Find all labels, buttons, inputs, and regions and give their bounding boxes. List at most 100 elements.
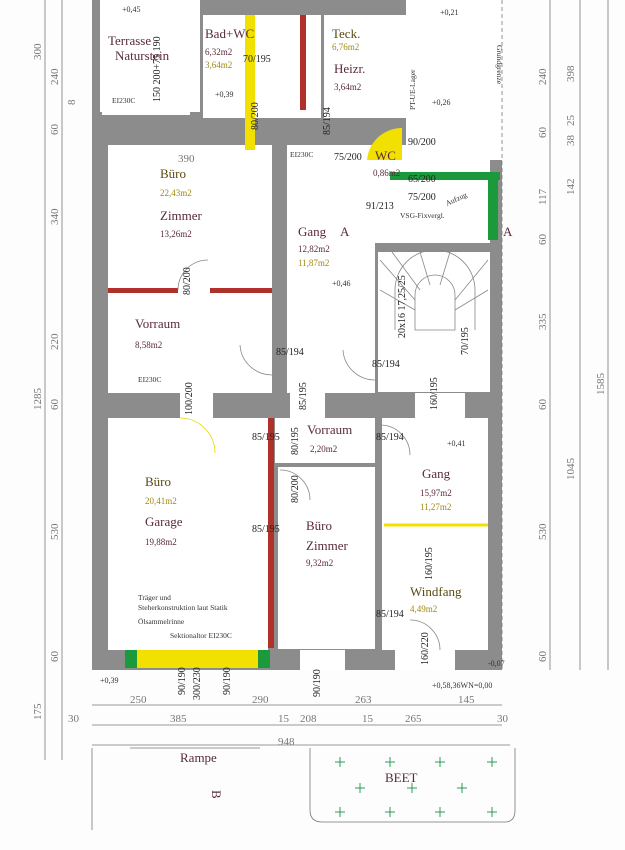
dimension-right: 60 [537,234,549,246]
door-dimension: 85/195 [252,432,280,443]
section-marker-a: A [340,224,350,239]
dimension-left: 8 [66,99,78,105]
room-area: 3,64m2 [334,82,361,92]
room-area: 11,27m2 [420,502,451,512]
dimension-bottom: 390 [178,153,195,165]
rampe-label: Rampe [180,750,217,765]
door-dimension: 80/200 [290,475,301,503]
room-label: Zimmer [306,538,349,553]
dimension-right: 1585 [595,373,607,396]
room-area: 15,97m2 [420,488,452,498]
door-dimension: 90/190 [222,667,233,695]
door-dimension: 160/195 [429,377,440,410]
dimension-right: 60 [537,651,549,663]
dimension-right: 60 [537,399,549,411]
door-dimension: 300/230 [192,667,203,700]
room-area: 9,32m2 [306,558,333,568]
dimension-right: 1045 [565,458,577,481]
door-swings [177,259,441,651]
dimension-bottom: 208 [300,713,317,725]
room-area: 19,88m2 [145,537,177,547]
staircase [379,249,489,331]
dimension-bottom: 15 [278,713,290,725]
plant-symbol [335,807,345,817]
level-marker: +0,39 [215,90,234,99]
door-dimension: 70/195 [243,54,271,65]
plant-symbol [355,783,365,793]
door-dimension: 70/195 [460,327,471,355]
door-dimension: 90/190 [312,669,323,697]
storage-label: PT-UE-Lager [408,69,417,110]
room-area: 11,87m2 [298,258,329,268]
plant-symbol [385,807,395,817]
section-marker-a: A [503,224,513,239]
plant-symbol [385,757,395,767]
door-dimension: 85/194 [322,107,333,135]
door-dimension: 160/195 [424,547,435,580]
room-area: 4,49m2 [410,604,437,614]
door-dimension: 91/213 [366,201,394,212]
dimension-right: 60 [537,127,549,139]
dimension-bottom: 250 [130,694,147,706]
dimension-bottom: 15 [362,713,374,725]
room-label: Garage [145,514,183,529]
construction-note: Steherkonstruktion laut Statik [138,603,228,612]
dimension-bottom: 30 [68,713,80,725]
level-marker: +0,46 [332,279,351,288]
dimension-right: 530 [537,523,549,540]
room-label: Gang [422,466,451,481]
level-marker: +0,21 [440,8,459,17]
fire-rating-label: EI230C [138,375,161,384]
plant-symbol [335,757,345,767]
room-label: WC [375,148,396,163]
room-area: 0,86m2 [373,168,400,178]
dimension-left: 60 [49,651,61,663]
plant-symbol [487,757,497,767]
dimension-left: 530 [49,523,61,540]
room-area: 20,41m2 [145,496,177,506]
dimension-left: 60 [49,399,61,411]
door-dimension: 85/194 [276,347,304,358]
room-area: 2,20m2 [310,444,337,454]
walls [92,0,502,670]
door-dimension: 20x16 17,25/25 [397,275,408,338]
fire-rating-label: EI230C [112,96,135,105]
plant-symbol [487,807,497,817]
dimension-bottom: 145 [458,694,475,706]
door-dimension: 85/194 [372,359,400,370]
door-dimension: 85/194 [376,609,404,620]
plant-symbol [407,783,417,793]
room-label: Büro [145,474,171,489]
plant-symbol [457,783,467,793]
room-label: Zimmer [160,208,203,223]
fire-walls [108,15,306,648]
room-label: Vorraum [307,422,352,437]
room-label: Bad+WC [205,26,254,41]
dimension-bottom: 265 [405,713,422,725]
dimension-left: 300 [32,43,44,60]
door-dimension: 75/200 [408,192,436,203]
room-label: Teck. [332,26,360,41]
level-marker: -0,07 [488,659,505,668]
room-label: Büro [160,166,186,181]
dimension-left: 60 [49,124,61,136]
room-area: 6,32m2 [205,47,232,57]
section-marker-b: B [209,790,224,799]
room-area: 12,82m2 [298,244,330,254]
door-dimension: 160/220 [420,632,431,665]
dimension-right: 142 [565,179,577,196]
level-marker: +0,39 [100,676,119,685]
door-dimension: 75/200 [334,152,362,163]
door-dimension: 65/200 [408,174,436,185]
level-marker: +0,26 [432,98,451,107]
construction-note: Träger und [138,593,171,602]
dimension-bottom: 263 [355,694,372,706]
dimension-right: 335 [537,313,549,330]
door-dimension: 85/195 [252,524,280,535]
door-dimension: 80/200 [182,267,193,295]
dimension-right: 25 [565,115,577,127]
door-dimension: 90/200 [408,137,436,148]
door-dimension: 90/190 [177,667,188,695]
